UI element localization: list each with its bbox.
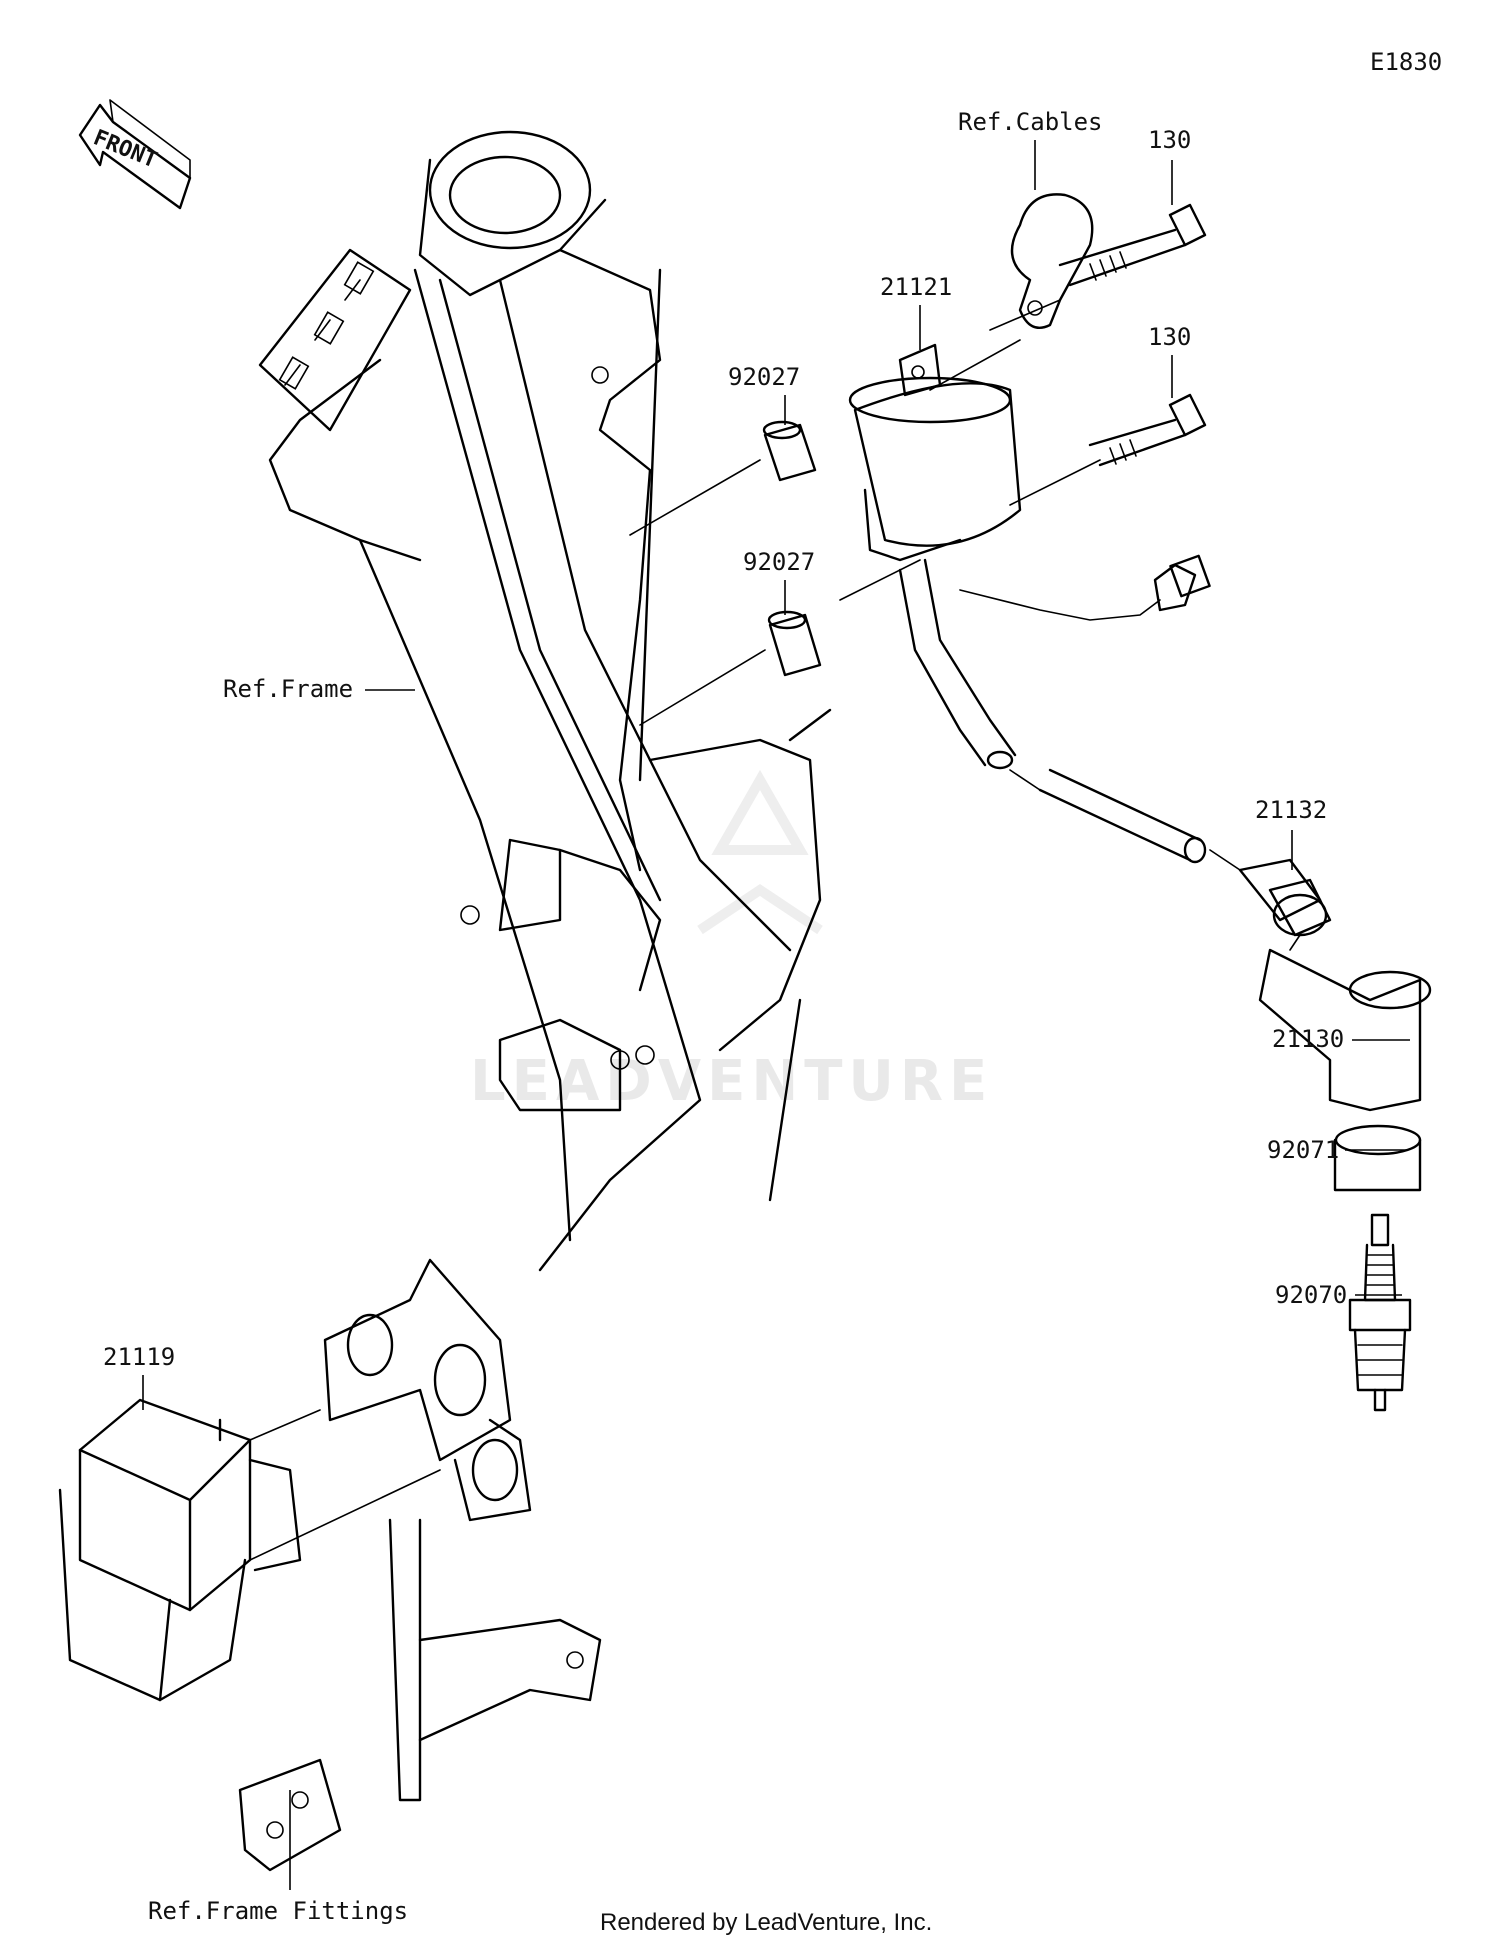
diagram-code: E1830	[1370, 48, 1442, 76]
watermark-text: LEADVENTURE	[470, 1049, 993, 1114]
watermark: LEADVENTURE	[470, 769, 993, 1114]
spark-plug-92070	[1348, 1213, 1412, 1412]
collar-92027-upper	[762, 420, 817, 482]
frame	[258, 130, 832, 1272]
label-bolt-130-upper: 130	[1148, 126, 1191, 154]
cable-clamp	[1010, 193, 1094, 330]
plug-cap-21130	[1258, 948, 1432, 1112]
label-bolt-130-lower: 130	[1148, 323, 1191, 351]
frame-fittings-bracket	[238, 1258, 602, 1872]
label-ref-cables: Ref.Cables	[958, 108, 1103, 136]
bolt-130-lower	[1088, 393, 1207, 467]
label-plug-cap-21130: 21130	[1272, 1025, 1344, 1053]
label-gasket-92071: 92071	[1267, 1136, 1339, 1164]
label-spark-plug-92070: 92070	[1275, 1281, 1347, 1309]
collar-92027-lower	[767, 610, 822, 677]
bolt-130-upper	[1058, 203, 1207, 287]
label-seal-21132: 21132	[1255, 796, 1327, 824]
front-arrow-icon: FRONT	[78, 99, 192, 210]
label-collar-92027-lower: 92027	[743, 548, 815, 576]
label-collar-92027-upper: 92027	[728, 363, 800, 391]
part-labels: Ref.Cables 130 130 21121 92027 92027 Ref…	[103, 108, 1347, 1925]
ignition-coil-21121	[848, 343, 1211, 864]
label-coil-21121: 21121	[880, 273, 952, 301]
front-arrow-text: FRONT	[90, 125, 161, 173]
leader-lines	[142, 140, 1410, 1890]
igniter-21119	[58, 1398, 302, 1702]
label-ref-frame-fittings: Ref.Frame Fittings	[148, 1897, 408, 1925]
gasket-92071	[1333, 1124, 1422, 1192]
footer-credit: Rendered by LeadVenture, Inc.	[600, 1909, 932, 1936]
label-igniter-21119: 21119	[103, 1343, 175, 1371]
seal-21132	[1238, 858, 1332, 937]
label-ref-frame: Ref.Frame	[223, 675, 353, 703]
